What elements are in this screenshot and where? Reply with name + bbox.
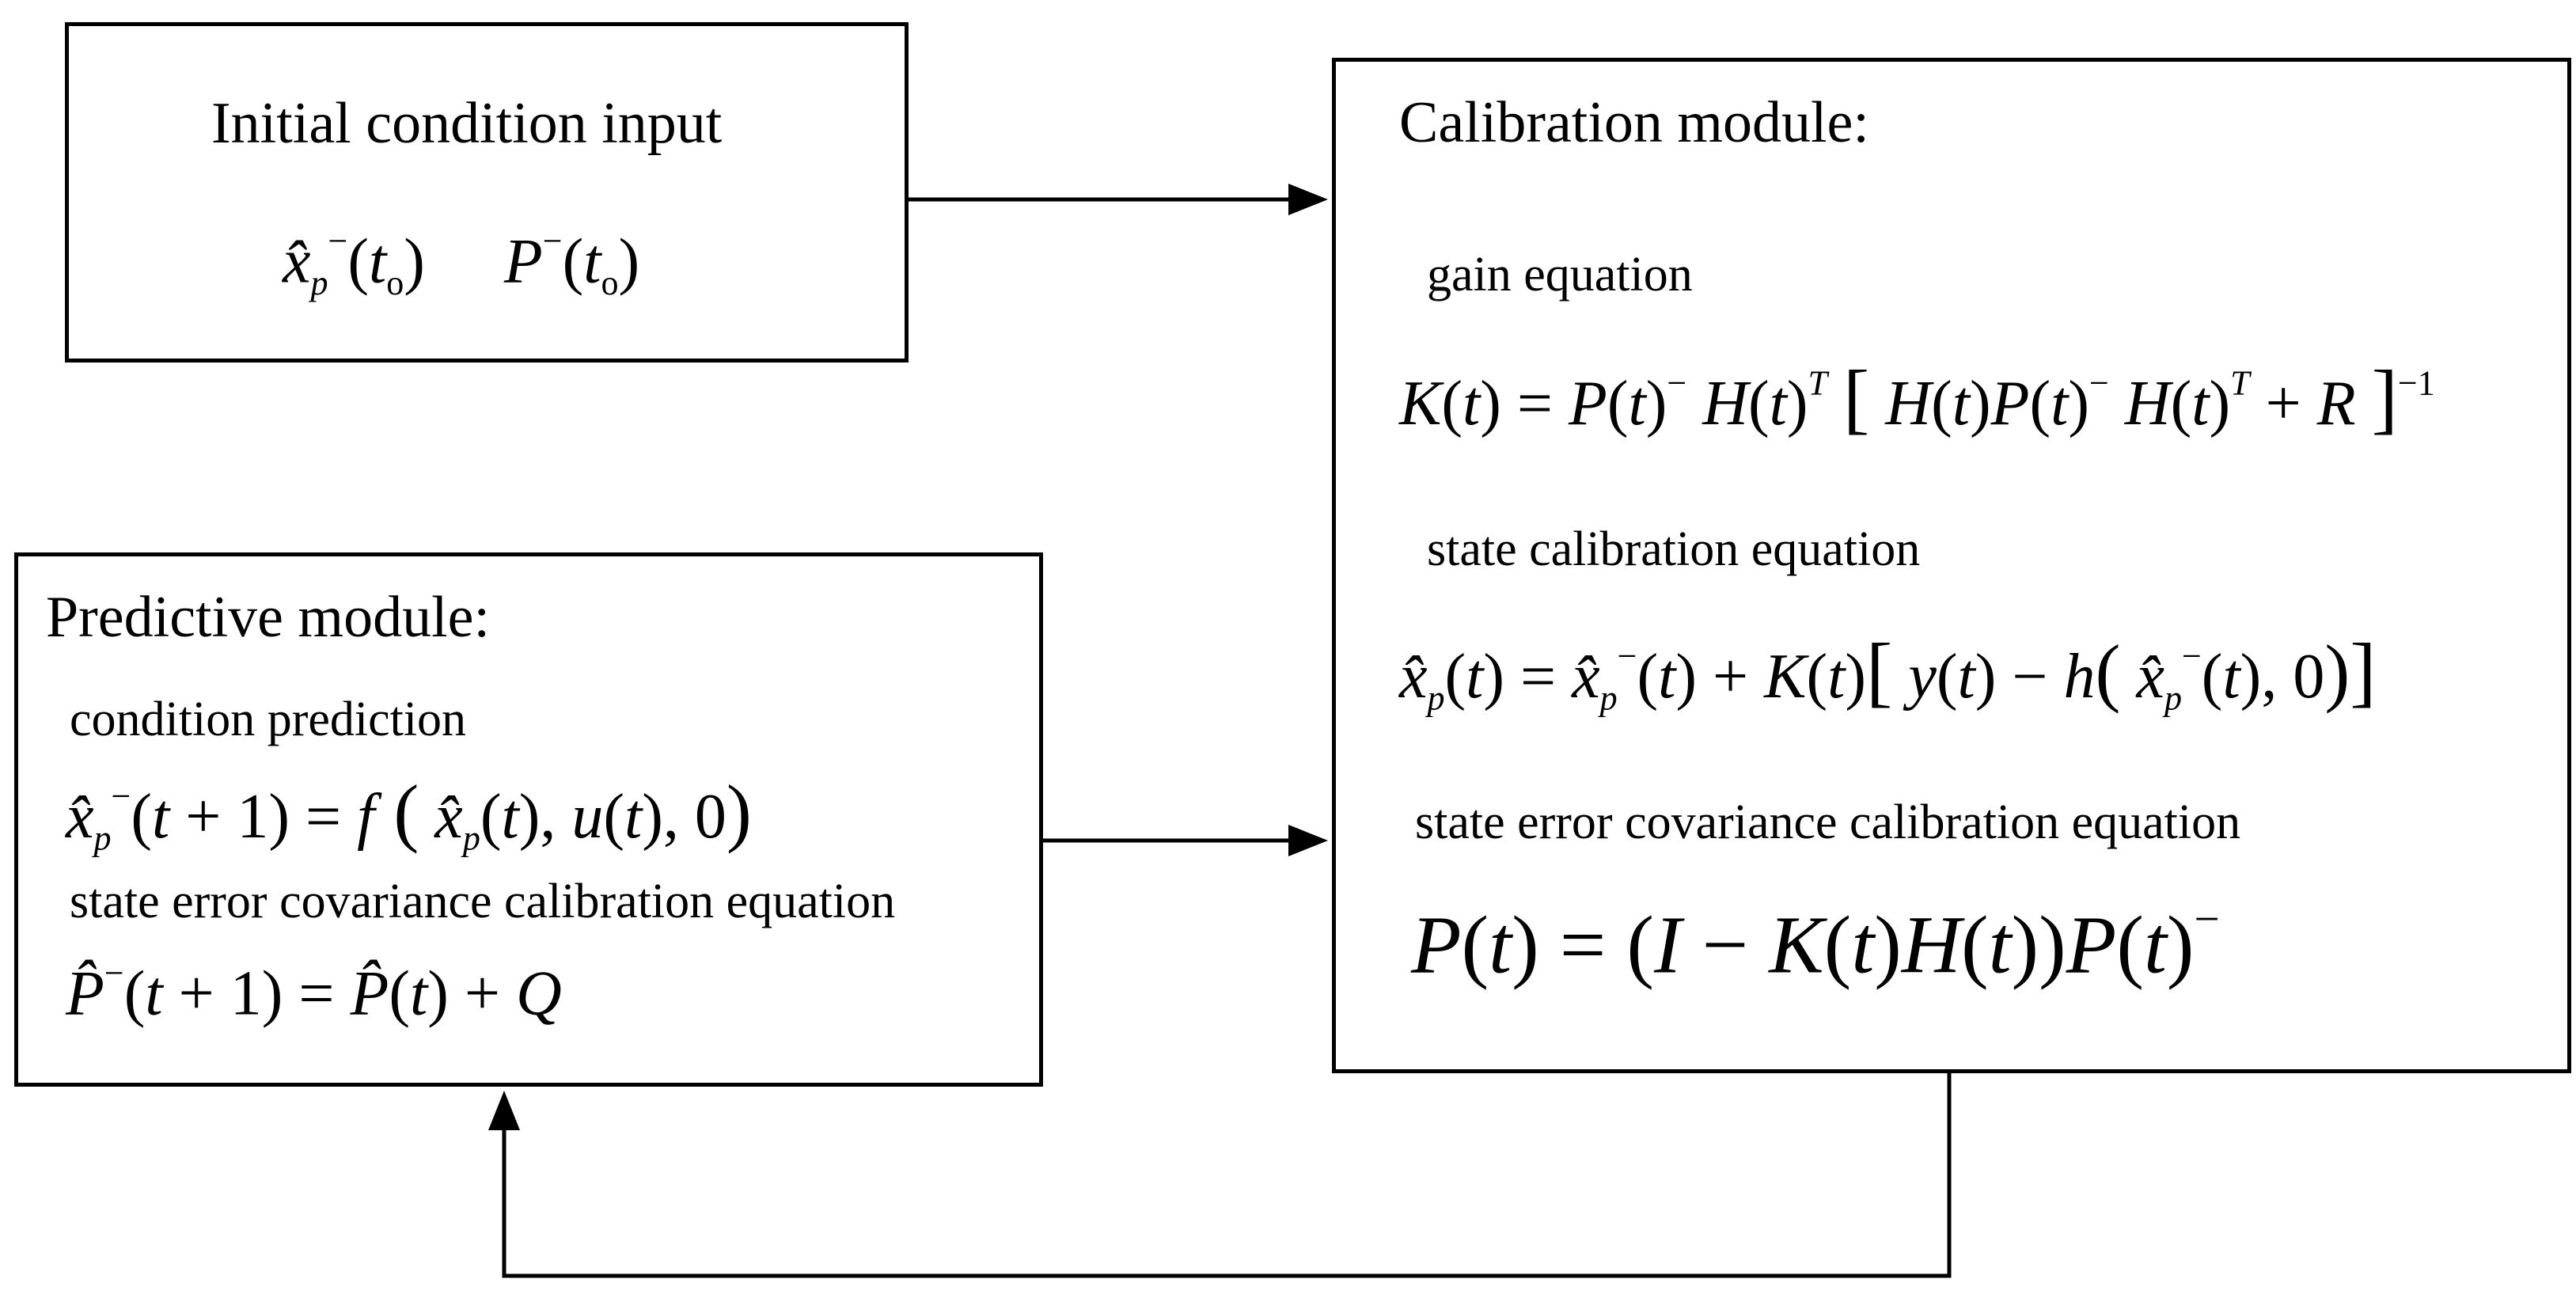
calibration-module-title: Calibration module: bbox=[1399, 90, 1869, 155]
state-calibration-label: state calibration equation bbox=[1427, 522, 1921, 576]
cov-calibration-label: state error covariance calibration equat… bbox=[1415, 795, 2241, 849]
gain-equation-label: gain equation bbox=[1427, 248, 1693, 302]
condition-prediction-label: condition prediction bbox=[70, 693, 467, 746]
gain-equation: K(t) = P(t)− H(t)T [ H(t)P(t)− H(t)T + R… bbox=[1399, 354, 2435, 442]
cov-calibration-equation: P(t) = (I − K(t)H(t))P(t)− bbox=[1411, 894, 2220, 991]
predictive-cov-label: state error covariance calibration equat… bbox=[70, 875, 896, 928]
initial-condition-title: Initial condition input bbox=[211, 91, 723, 156]
arrow-predictive-to-calibration bbox=[1041, 825, 1328, 856]
predictive-module-box: Predictive module: condition prediction … bbox=[14, 552, 1043, 1087]
predictive-cov-equation: P̂−(t + 1) = P̂(t) + Q bbox=[66, 954, 562, 1029]
condition-prediction-equation: x̂p−(t + 1) = f ( x̂p(t), u(t), 0) bbox=[66, 769, 752, 858]
arrow-feedback-loop bbox=[488, 1071, 1952, 1278]
predictive-module-title: Predictive module: bbox=[46, 585, 491, 650]
arrow-initial-to-calibration bbox=[906, 184, 1328, 215]
initial-condition-values: x̂p−(to) P−(to) bbox=[283, 222, 640, 302]
state-calibration-equation: x̂p(t) = x̂p−(t) + K(t)[ y(t) − h( x̂p−(… bbox=[1399, 627, 2377, 718]
initial-condition-box: Initial condition input x̂p−(to) P−(to) bbox=[65, 22, 909, 362]
calibration-module-box: Calibration module: gain equation K(t) =… bbox=[1332, 58, 2571, 1073]
